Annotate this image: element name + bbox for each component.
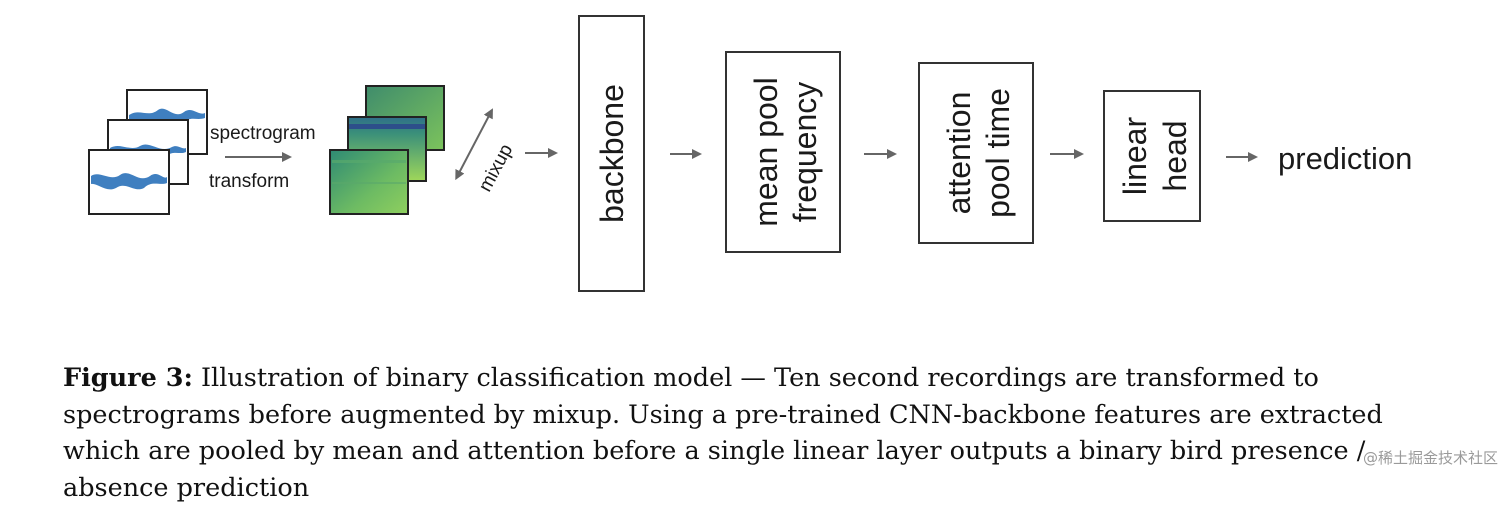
prediction-label: prediction — [1278, 141, 1412, 176]
caption-text: Illustration of binary classification mo… — [63, 363, 1383, 503]
model-diagram: spectrogram transform mixup backbone mea… — [88, 15, 1412, 292]
caption-label: Figure 3: — [63, 363, 193, 393]
waveform-card-front — [88, 149, 170, 215]
spectrogram-label: spectrogram — [210, 123, 316, 144]
linear-head-label-line2: head — [1157, 120, 1193, 191]
mean-pool-label-line2: frequency — [787, 82, 823, 223]
mean-pool-block: mean pool frequency — [725, 51, 841, 253]
transform-label: transform — [209, 171, 289, 192]
linear-head-label-line1: linear — [1117, 117, 1153, 196]
spectrogram-front — [329, 149, 409, 215]
attention-label-line2: pool time — [980, 88, 1016, 218]
backbone-label: backbone — [594, 84, 630, 223]
spectrogram-stack-icon — [329, 85, 445, 215]
figure-caption: Figure 3: Illustration of binary classif… — [63, 360, 1463, 506]
attention-pool-block: attention pool time — [918, 62, 1034, 244]
waveform-stack-icon — [88, 89, 208, 215]
mean-pool-label-line1: mean pool — [748, 77, 784, 226]
mixup-arrow — [455, 108, 493, 181]
linear-head-block: linear head — [1103, 90, 1201, 222]
watermark: @稀土掘金技术社区 — [1362, 449, 1498, 467]
attention-label-line1: attention — [941, 92, 977, 215]
mixup-label: mixup — [475, 141, 517, 196]
backbone-block: backbone — [578, 15, 645, 292]
